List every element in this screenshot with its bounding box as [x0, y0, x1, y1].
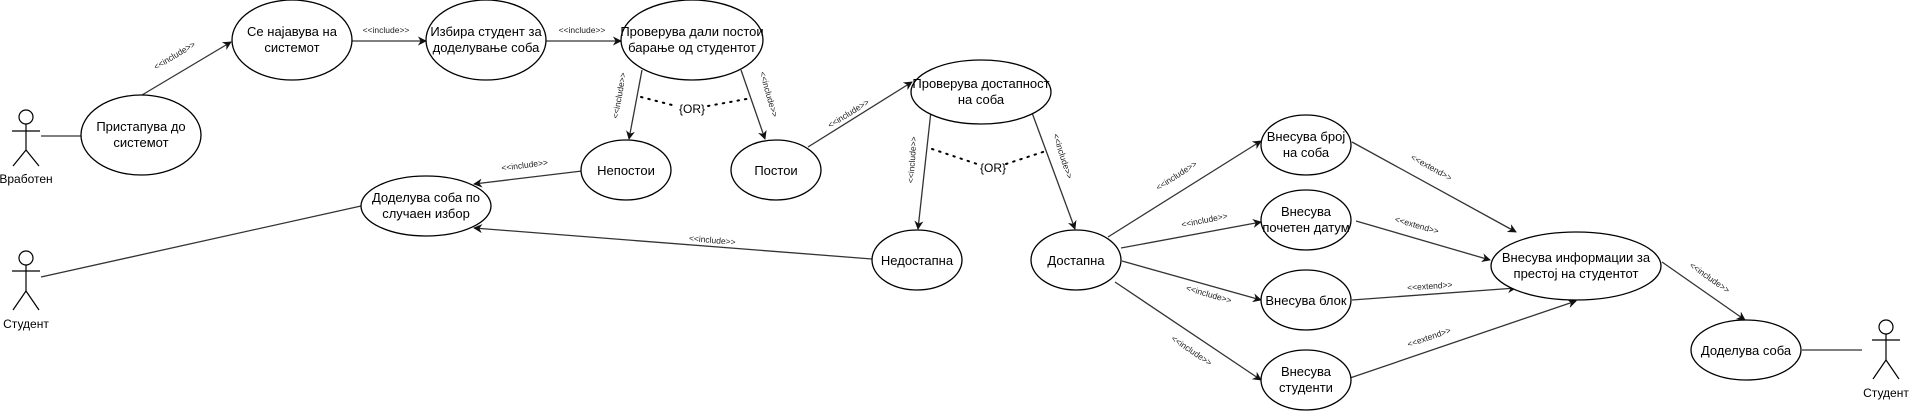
- svg-text:системот: системот: [264, 40, 319, 55]
- use-case-not-exists[interactable]: Непостои: [580, 139, 672, 201]
- relation-stay-info-assign-room: <<include>>: [1661, 260, 1746, 321]
- svg-text:Непостои: Непостои: [597, 163, 655, 178]
- use-case-enter-start-date[interactable]: Внесува почетен датум: [1260, 189, 1352, 251]
- svg-text:Доделува соба: Доделува соба: [1701, 343, 1792, 358]
- svg-text:Внесува блок: Внесува блок: [1265, 293, 1347, 308]
- include-label: <<include>>: [1169, 333, 1213, 367]
- include-label: <<include>>: [501, 157, 549, 173]
- stick-figure-icon: [1872, 319, 1900, 380]
- use-case-login[interactable]: Се најавува на системот: [231, 0, 353, 81]
- use-case-unavailable[interactable]: Недостапна: [871, 229, 963, 291]
- or-label: {OR}: [679, 102, 705, 116]
- actor-student-left[interactable]: Студент: [3, 250, 49, 331]
- svg-text:Се најавува на: Се најавува на: [247, 24, 338, 39]
- include-label: <<include>>: [1185, 283, 1233, 306]
- svg-text:Внесува информации за: Внесува информации за: [1502, 250, 1651, 265]
- or-constraint-1: {OR}: [640, 96, 753, 116]
- relation-check-request-not-exists: <<include>>: [610, 69, 643, 140]
- actor-label: Вработен: [0, 172, 53, 186]
- svg-text:барање од студентот: барање од студентот: [628, 40, 756, 55]
- use-case-check-availability[interactable]: Проверува достапност на соба: [910, 59, 1052, 125]
- actor-employee[interactable]: Вработен: [0, 109, 53, 186]
- actor-student-right[interactable]: Студент: [1863, 319, 1909, 400]
- svg-text:Внесува број: Внесува број: [1267, 129, 1346, 144]
- actor-label: Студент: [1863, 386, 1909, 400]
- include-label: <<include>>: [1154, 159, 1199, 193]
- relation-block-stay-info: <<extend>>: [1351, 279, 1517, 301]
- include-label: <<include>>: [689, 233, 737, 247]
- relation-availability-unavailable: <<include>>: [905, 110, 932, 230]
- relation-available-students: <<include>>: [1114, 281, 1262, 381]
- extend-label: <<extend>>: [1394, 214, 1440, 236]
- relation-select-check-request: <<include>>: [546, 25, 622, 46]
- use-case-select-student[interactable]: Избира студент за доделување соба: [425, 0, 547, 81]
- use-case-exists[interactable]: Постои: [730, 139, 822, 201]
- include-label: <<include>>: [559, 25, 606, 35]
- relation-available-block: <<include>>: [1121, 260, 1262, 306]
- or-label: {OR}: [980, 161, 1006, 175]
- svg-text:на соба: на соба: [1283, 145, 1330, 160]
- svg-text:доделување соба: доделување соба: [433, 40, 540, 55]
- svg-text:Проверува дали постои: Проверува дали постои: [620, 24, 763, 39]
- svg-text:Пристапува до: Пристапува до: [96, 119, 185, 134]
- include-label: <<include>>: [905, 136, 918, 183]
- svg-text:Достапна: Достапна: [1047, 253, 1105, 268]
- svg-text:Проверува достапност: Проверува достапност: [912, 76, 1049, 91]
- relation-unavailable-random: <<include>>: [473, 224, 873, 260]
- use-case-access-system[interactable]: Пристапува до системот: [80, 94, 202, 176]
- relation-exists-check-availability: <<include>>: [807, 81, 913, 148]
- relation-not-exists-random: <<include>>: [473, 157, 583, 188]
- relation-room-number-stay-info: <<extend>>: [1351, 141, 1517, 233]
- use-case-random-assign[interactable]: Доделува соба по случаен избор: [360, 175, 492, 237]
- use-case-assign-room[interactable]: Доделува соба: [1690, 319, 1802, 381]
- use-case-enter-room-number[interactable]: Внесува број на соба: [1260, 114, 1352, 176]
- relation-check-request-exists: <<include>>: [740, 69, 781, 140]
- use-case-enter-students[interactable]: Внесува студенти: [1260, 349, 1352, 411]
- extend-label: <<extend>>: [1409, 152, 1454, 183]
- or-constraint-2: {OR}: [931, 148, 1047, 175]
- relation-login-select: <<include>>: [351, 25, 427, 46]
- svg-text:Недостапна: Недостапна: [881, 253, 954, 268]
- stick-figure-icon: [12, 250, 40, 311]
- use-case-check-request[interactable]: Проверува дали постои барање од студенто…: [620, 0, 764, 81]
- include-label: <<include>>: [610, 72, 628, 120]
- include-label: <<include>>: [758, 70, 781, 118]
- relation-students-stay-info: <<extend>>: [1346, 299, 1577, 380]
- relation-start-date-stay-info: <<extend>>: [1355, 214, 1491, 263]
- svg-text:Избира студент за: Избира студент за: [430, 24, 542, 39]
- use-case-enter-block[interactable]: Внесува блок: [1260, 269, 1352, 331]
- svg-text:Постои: Постои: [754, 163, 797, 178]
- relation-availability-available: <<include>>: [1030, 109, 1077, 230]
- extend-label: <<extend>>: [1407, 279, 1453, 292]
- svg-text:системот: системот: [113, 135, 168, 150]
- svg-text:почетен датум: почетен датум: [1262, 220, 1349, 235]
- use-case-enter-stay-info[interactable]: Внесува информации за престој на студент…: [1490, 231, 1662, 301]
- association-student-random-assign: [40, 205, 362, 278]
- stick-figure-icon: [12, 109, 40, 167]
- include-label: <<include>>: [1181, 211, 1229, 230]
- svg-text:Внесува: Внесува: [1281, 364, 1332, 379]
- include-label: <<include>>: [826, 97, 871, 130]
- svg-text:на соба: на соба: [958, 92, 1005, 107]
- svg-text:престој на студентот: престој на студентот: [1514, 266, 1639, 281]
- svg-text:студенти: студенти: [1279, 380, 1333, 395]
- svg-text:Доделува соба по: Доделува соба по: [372, 190, 480, 205]
- relation-access-login: <<include>>: [141, 39, 232, 96]
- svg-text:Внесува: Внесува: [1281, 204, 1332, 219]
- include-label: <<include>>: [363, 25, 410, 35]
- use-case-available[interactable]: Достапна: [1030, 229, 1122, 291]
- include-label: <<include>>: [1688, 260, 1732, 295]
- svg-text:случаен избор: случаен избор: [382, 206, 470, 221]
- actor-label: Студент: [3, 317, 49, 331]
